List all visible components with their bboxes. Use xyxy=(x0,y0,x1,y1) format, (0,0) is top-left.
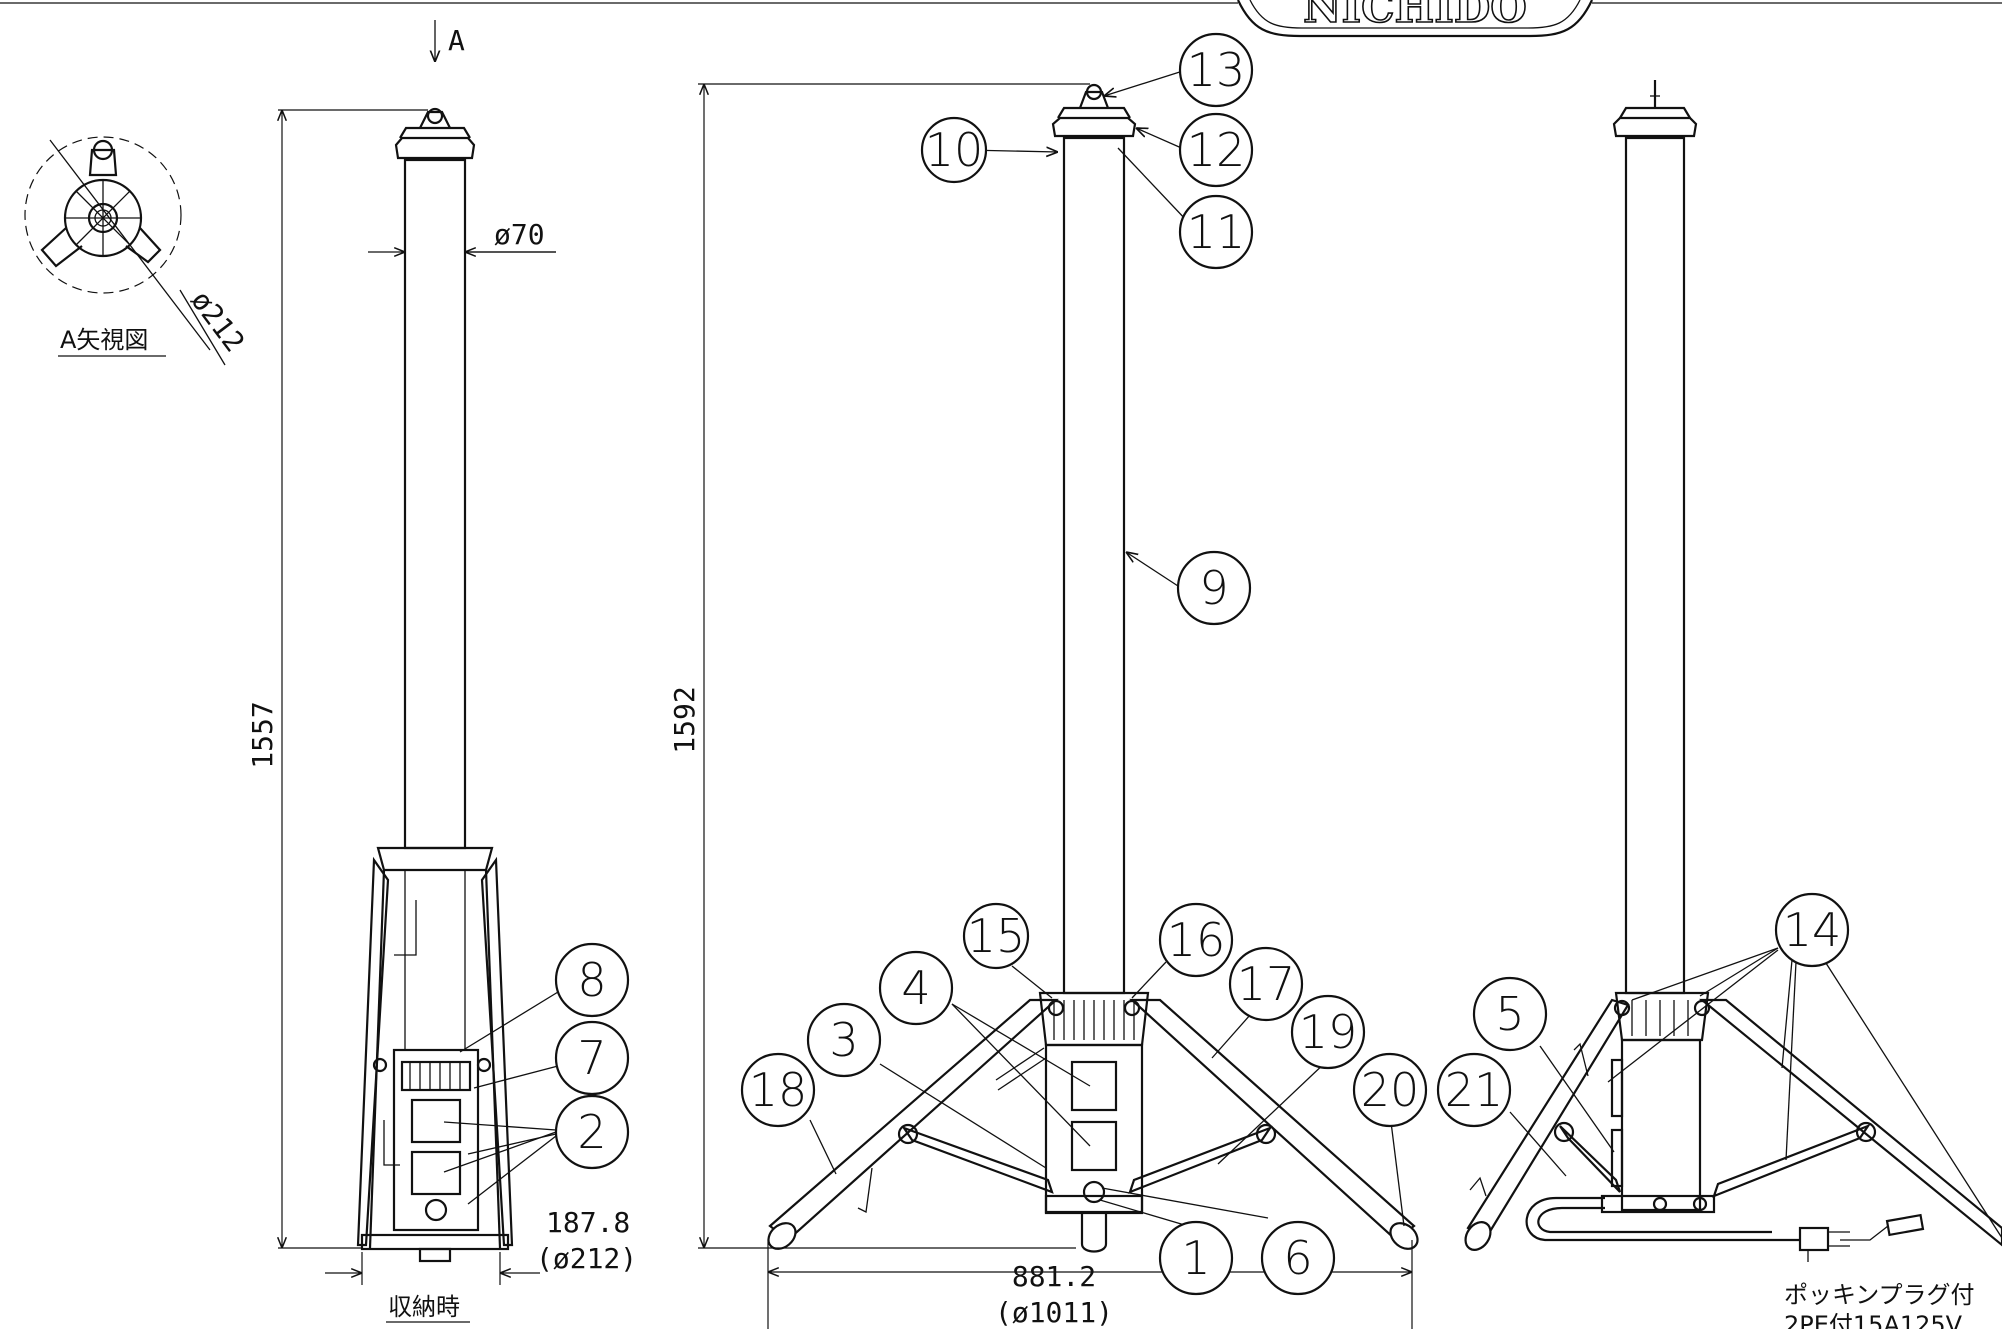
deployed-span-dia-dim: (ø1011) xyxy=(995,1296,1113,1329)
svg-text:11: 11 xyxy=(1187,205,1246,259)
svg-text:19: 19 xyxy=(1299,1005,1358,1059)
callout-4: 4 xyxy=(878,950,954,1026)
callout-19: 19 xyxy=(1290,994,1366,1070)
view-a-top-view: ø212 A矢視図 xyxy=(24,136,251,366)
svg-text:5: 5 xyxy=(1495,987,1524,1041)
view-a-marker-label: A xyxy=(448,24,465,57)
svg-text:16: 16 xyxy=(1167,913,1226,967)
svg-text:15: 15 xyxy=(967,909,1026,963)
svg-text:7: 7 xyxy=(577,1031,606,1085)
view-a-dia-dim: ø212 xyxy=(184,284,251,358)
brand-logo: NICHIDO xyxy=(1237,0,1593,38)
view-a-marker: A xyxy=(435,20,465,62)
callout-21: 21 xyxy=(1436,1052,1512,1128)
svg-text:8: 8 xyxy=(577,953,606,1007)
callout-11: 11 xyxy=(1178,194,1254,270)
callout-18: 18 xyxy=(740,1052,816,1128)
deployed-span-dim: 881.2 xyxy=(1012,1260,1096,1293)
svg-text:20: 20 xyxy=(1361,1063,1420,1117)
svg-text:17: 17 xyxy=(1237,957,1296,1011)
callout-9: 9 xyxy=(1176,550,1252,626)
stored-height-dim: 1557 xyxy=(246,701,279,768)
callout-2: 2 xyxy=(554,1094,630,1170)
deployed-height-dim: 1592 xyxy=(668,686,701,753)
deployed-view: 1592 881.2 (ø1011) xyxy=(668,83,1419,1329)
svg-text:18: 18 xyxy=(749,1063,808,1117)
callout-1: 1 xyxy=(1158,1220,1234,1296)
svg-text:12: 12 xyxy=(1187,123,1246,177)
callout-15: 15 xyxy=(962,902,1030,970)
callouts: 13 10 12 11 9 8 7 2 15 16 4 17 3 19 18 2… xyxy=(554,32,1850,1296)
callout-16: 16 xyxy=(1158,902,1234,978)
callout-3: 3 xyxy=(806,1002,882,1078)
callout-20: 20 xyxy=(1352,1052,1428,1128)
callout-12: 12 xyxy=(1178,112,1254,188)
leader-lines xyxy=(443,69,2002,1239)
callout-7: 7 xyxy=(554,1020,630,1096)
callout-8: 8 xyxy=(554,942,630,1018)
svg-text:2: 2 xyxy=(577,1105,606,1159)
svg-text:14: 14 xyxy=(1783,903,1842,957)
svg-text:21: 21 xyxy=(1445,1063,1504,1117)
view-a-title: A矢視図 xyxy=(60,326,148,354)
callout-10: 10 xyxy=(920,116,988,184)
callout-5: 5 xyxy=(1472,976,1548,1052)
svg-text:6: 6 xyxy=(1283,1231,1312,1285)
callout-13: 13 xyxy=(1178,32,1254,108)
stored-width-dia-dim: (ø212) xyxy=(536,1242,637,1275)
svg-text:13: 13 xyxy=(1187,43,1246,97)
stored-view: 1557 ø70 187.8 (ø212) 収納時 xyxy=(246,107,637,1323)
svg-text:1: 1 xyxy=(1181,1231,1210,1285)
stored-width-dim: 187.8 xyxy=(546,1206,630,1239)
svg-text:10: 10 xyxy=(925,123,984,177)
plug-note-line1: ポッキンプラグ付 xyxy=(1784,1281,1975,1309)
plug-note-line2: 2PE付15A125V xyxy=(1784,1311,1963,1329)
callout-14: 14 xyxy=(1774,892,1850,968)
callout-6: 6 xyxy=(1260,1220,1336,1296)
svg-text:9: 9 xyxy=(1199,561,1228,615)
callout-17: 17 xyxy=(1228,946,1304,1022)
stored-view-title: 収納時 xyxy=(388,1293,460,1321)
side-view: ポッキンプラグ付 2PE付15A125V xyxy=(1464,80,2002,1329)
svg-text:3: 3 xyxy=(829,1013,858,1067)
logo-text: NICHIDO xyxy=(1303,0,1527,32)
stored-pole-dia-dim: ø70 xyxy=(494,218,545,251)
svg-text:4: 4 xyxy=(901,961,930,1015)
